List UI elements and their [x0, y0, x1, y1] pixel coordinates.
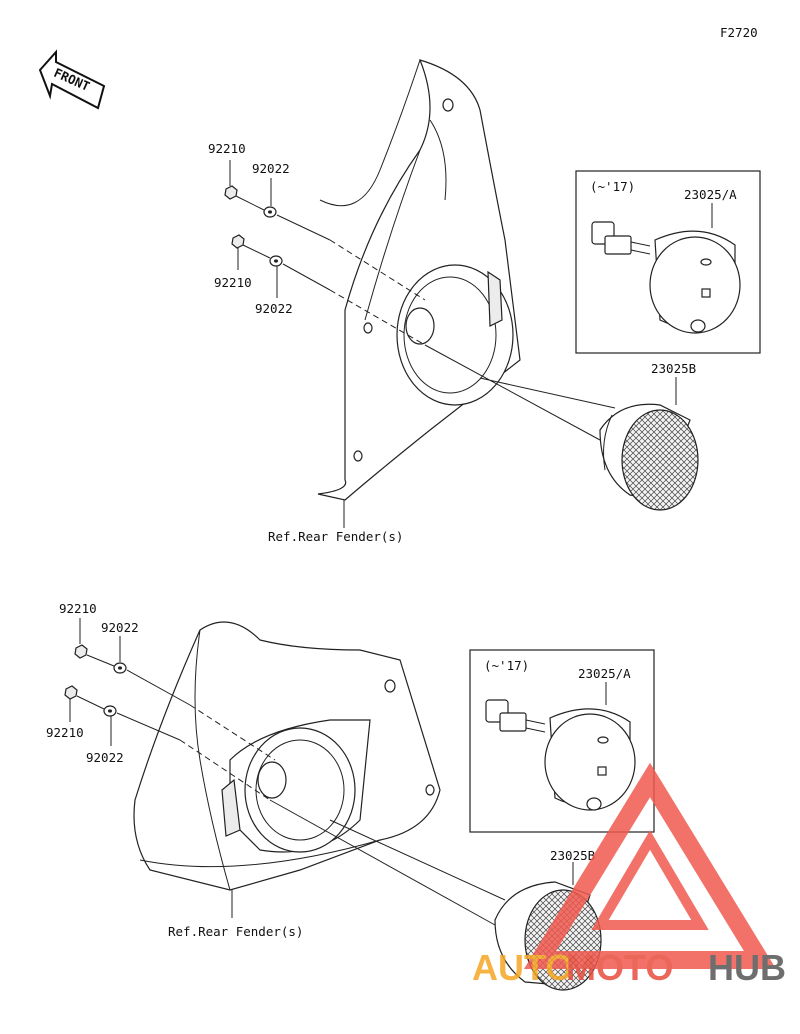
top-washer-lower-icon — [269, 255, 283, 267]
automotohub-watermark-logo: AUTO MOTO HUB — [472, 762, 786, 988]
bottom-washer-lower-label: 92022 — [86, 750, 124, 765]
figure-code: F2720 — [720, 25, 758, 40]
top-bolt-upper-icon — [224, 185, 238, 200]
bottom-inset-light-icon — [544, 708, 636, 811]
bottom-reflector-label: 23025B — [550, 848, 595, 863]
watermark-moto: MOTO — [566, 947, 673, 988]
top-bolt-lower-icon — [231, 234, 245, 249]
bottom-washer-upper-label: 92022 — [101, 620, 139, 635]
top-washer-upper-icon — [263, 206, 277, 218]
top-inset-connector-icon — [591, 221, 651, 255]
bottom-bolt-lower-icon — [64, 685, 78, 700]
top-washer-upper-label: 92022 — [252, 161, 290, 176]
top-reflector-icon — [599, 403, 699, 511]
bottom-inset-part: 23025/A — [578, 666, 631, 681]
bottom-washer-upper-icon — [113, 662, 127, 674]
top-light-housing — [396, 264, 514, 406]
bottom-light-housing — [221, 719, 371, 853]
bottom-bolt-upper-label: 92210 — [59, 601, 97, 616]
top-inset-years: (~'17) — [590, 179, 635, 194]
bottom-inset-connector-icon — [485, 699, 546, 733]
top-reflector-label: 23025B — [651, 361, 696, 376]
top-bolt-upper-label: 92210 — [208, 141, 246, 156]
top-bolt-lower-label: 92210 — [214, 275, 252, 290]
bottom-inset-box: (~'17) 23025/A — [469, 649, 655, 833]
top-inset-box: (~'17) 23025/A — [575, 170, 761, 354]
bottom-bolt-lower-label: 92210 — [46, 725, 84, 740]
bottom-fender-ref: Ref.Rear Fender(s) — [168, 924, 303, 939]
watermark-hub: HUB — [708, 947, 786, 988]
watermark-auto: AUTO — [472, 947, 573, 988]
bottom-washer-lower-icon — [103, 705, 117, 717]
top-fender-ref: Ref.Rear Fender(s) — [268, 529, 403, 544]
bottom-inset-years: (~'17) — [484, 658, 529, 673]
top-washer-lower-label: 92022 — [255, 301, 293, 316]
front-arrow-icon: FRONT — [38, 49, 106, 110]
top-inset-light-icon — [649, 230, 741, 334]
bottom-bolt-upper-icon — [74, 644, 88, 659]
top-inset-part: 23025/A — [684, 187, 737, 202]
